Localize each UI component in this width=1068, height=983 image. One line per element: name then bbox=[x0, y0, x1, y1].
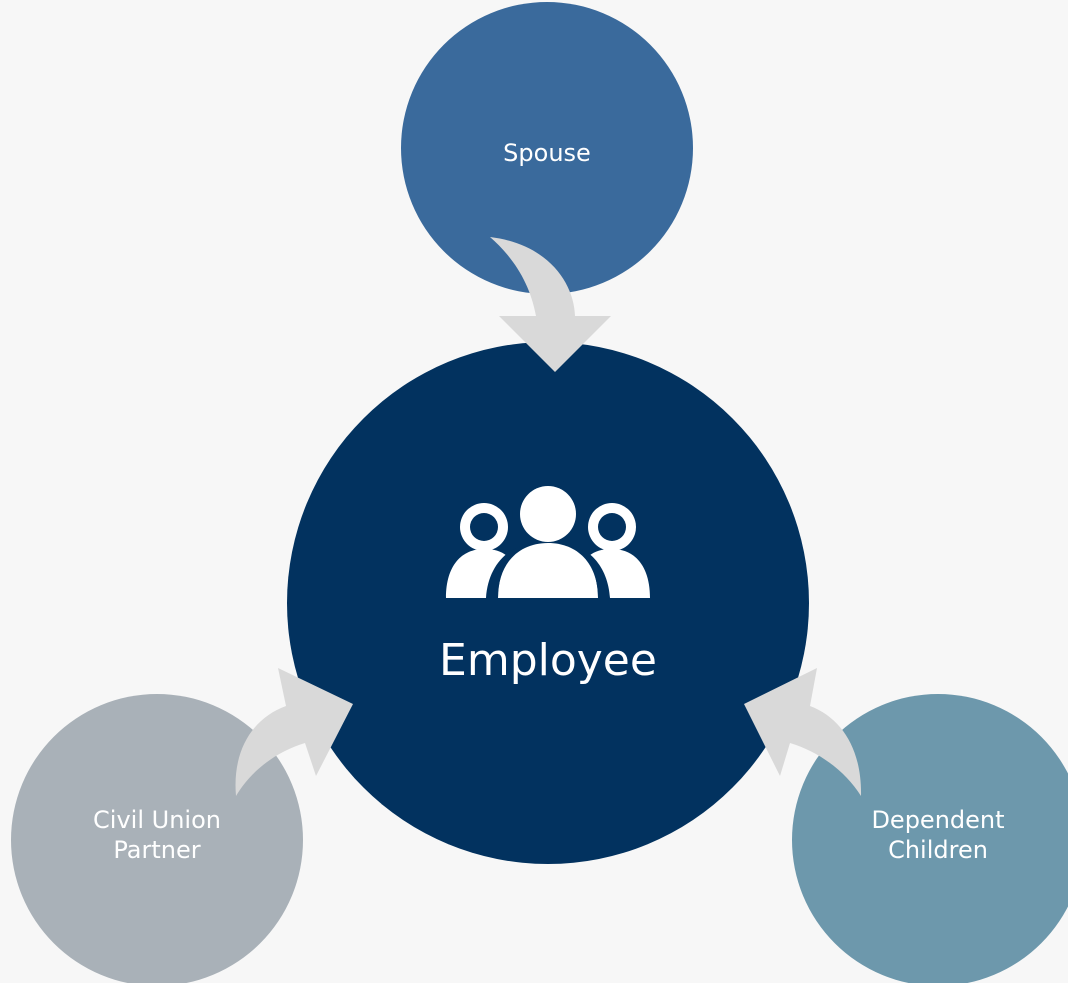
employee-circle bbox=[287, 342, 809, 864]
civil-union-partner-circle bbox=[11, 694, 303, 983]
dependent-children-to-employee-arrow bbox=[744, 668, 862, 796]
civil-union-partner-to-employee-arrow bbox=[235, 668, 353, 796]
spouse-label: Spouse bbox=[503, 139, 591, 167]
dependent-children-circle bbox=[792, 694, 1068, 983]
people-group-icon bbox=[446, 478, 650, 598]
spouse-to-employee-arrow bbox=[490, 237, 611, 372]
dependent-children-label: Dependent Children bbox=[871, 806, 1005, 864]
spouse-circle bbox=[401, 2, 693, 294]
civil-union-partner-label: Civil Union Partner bbox=[93, 806, 221, 864]
employee-label: Employee bbox=[439, 635, 657, 686]
